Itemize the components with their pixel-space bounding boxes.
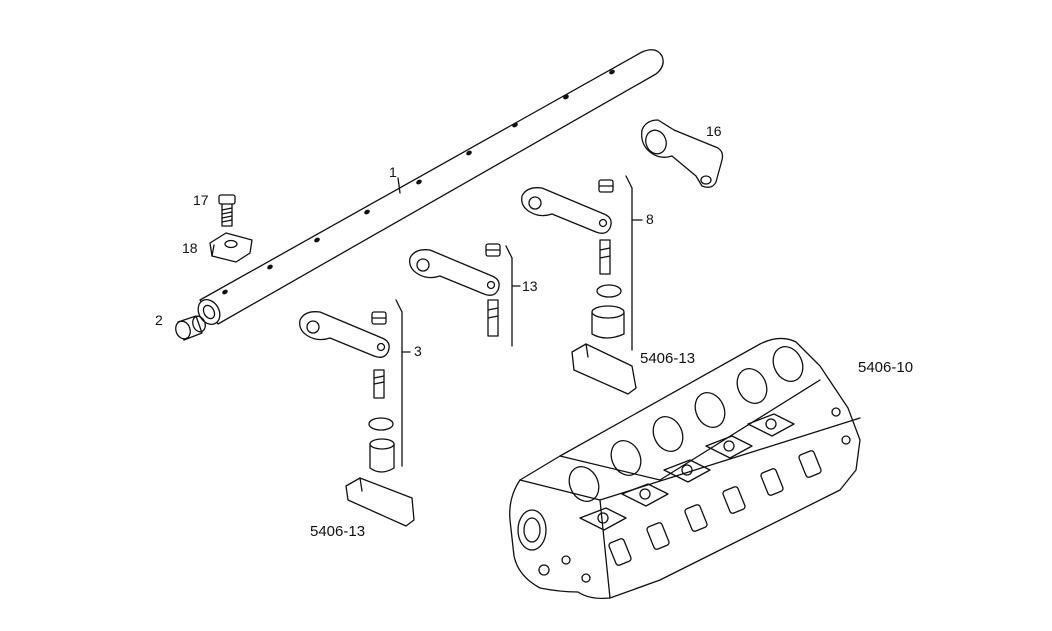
reference-middle: 5406-13 bbox=[640, 350, 696, 367]
cylinder-head bbox=[509, 337, 861, 600]
callout-arm-group-b: 8 bbox=[646, 211, 654, 227]
callout-screw: 17 bbox=[193, 192, 209, 208]
rocker-shaft bbox=[197, 49, 664, 325]
rocker-arm-group-b bbox=[521, 175, 643, 395]
callout-shaft: 1 bbox=[389, 164, 397, 180]
callout-clamp: 18 bbox=[182, 240, 198, 256]
callout-bracket: 16 bbox=[706, 123, 722, 139]
valve-bores bbox=[568, 345, 804, 503]
callout-arm-group-c: 13 bbox=[522, 278, 538, 294]
port-plates bbox=[579, 413, 795, 531]
support-bracket bbox=[641, 119, 724, 188]
callout-plug: 2 bbox=[155, 312, 163, 328]
shaft-holes bbox=[222, 69, 615, 295]
rocker-arm-group-c bbox=[409, 243, 521, 347]
side-ports bbox=[608, 450, 822, 566]
rocker-arm-group-a bbox=[299, 299, 415, 527]
reference-lower: 5406-13 bbox=[310, 523, 366, 540]
callout-arm-group-a: 3 bbox=[414, 343, 422, 359]
reference-head: 5406-10 bbox=[858, 359, 914, 376]
clamp-part bbox=[209, 232, 253, 263]
screw-part bbox=[218, 194, 236, 227]
shaft-plug bbox=[175, 315, 206, 341]
